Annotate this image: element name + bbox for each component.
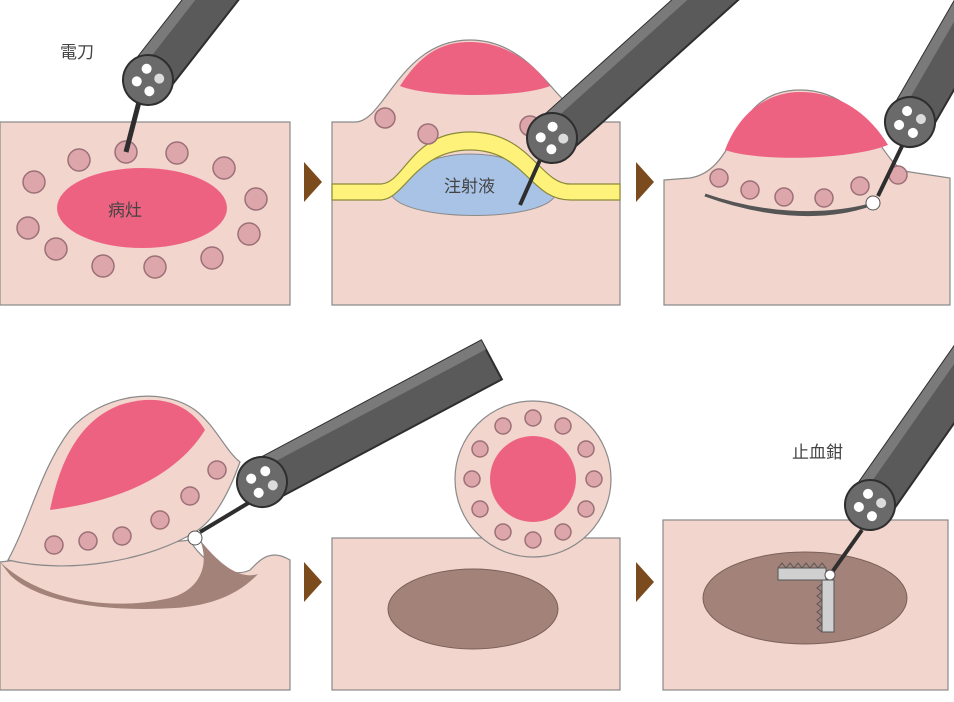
knife-label: 電刀 [60, 43, 94, 63]
knife-tip [187, 530, 203, 546]
lesion [725, 92, 888, 158]
lesion-label: 病灶 [108, 201, 142, 221]
wound [0, 540, 258, 609]
injection-label: 注射液 [444, 177, 495, 197]
knife-needle [876, 139, 907, 197]
step-6-hemostasis-panel: 止血鉗 [662, 276, 954, 691]
step-2-injection-panel: 注射液 [331, 0, 763, 306]
lesion [490, 436, 576, 522]
marking-dots [463, 409, 603, 549]
knife-needle [198, 500, 252, 534]
step-1-marking-panel: 病灶 電刀 [0, 0, 329, 306]
step-5-resected-panel [331, 400, 621, 691]
step-4-dissection-panel [0, 336, 505, 691]
arrow-icon [304, 162, 322, 202]
forceps-label: 止血鉗 [792, 443, 843, 463]
injection-needle [518, 159, 542, 206]
arrow-icon [636, 562, 654, 602]
arrow-icon [304, 562, 322, 602]
lesion [400, 42, 550, 95]
forceps-icon [777, 528, 864, 633]
endoscope-icon [874, 0, 954, 158]
marking-dots [16, 140, 268, 279]
arrow-icon [636, 162, 654, 202]
wound [702, 551, 908, 645]
step-3-incision-panel [663, 0, 954, 306]
wound [387, 568, 559, 650]
endoscope-icon [515, 0, 763, 175]
lesion [50, 399, 205, 510]
knife-tip [865, 195, 881, 211]
endoscope-icon [111, 0, 329, 117]
endoscope-icon [834, 276, 954, 541]
lesion [57, 168, 227, 248]
knife-needle [123, 97, 143, 153]
